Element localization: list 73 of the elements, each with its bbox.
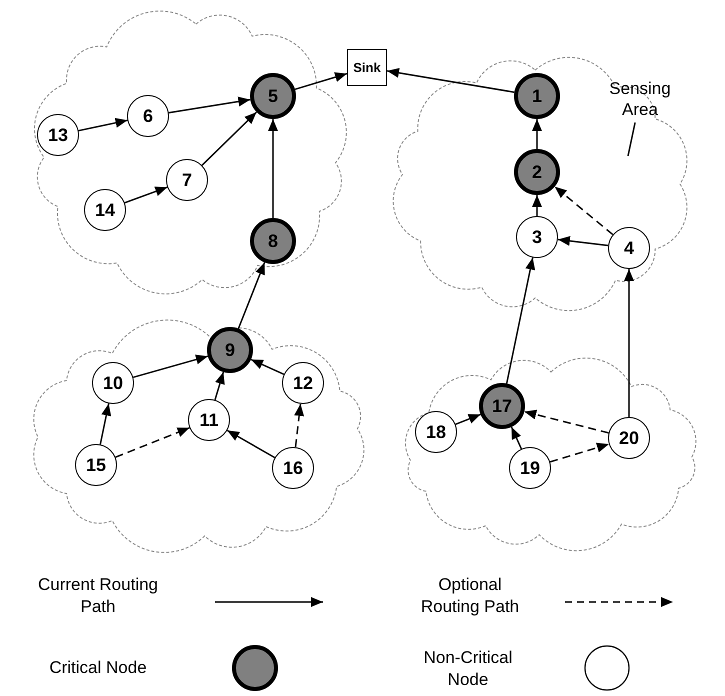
route-arrow [238,262,266,329]
node-number: 7 [182,170,192,190]
node-number: 17 [492,396,512,416]
node-number: 4 [624,238,634,258]
sensor-node-circle [188,399,230,441]
route-arrow [386,68,514,93]
critical-node-circle [479,383,525,429]
node-number: 12 [292,372,314,394]
route-arrow [510,426,522,450]
node-number: 6 [142,106,153,126]
node-number: 13 [48,124,68,146]
sensor-node-circle [75,444,117,486]
route-arrow [124,186,168,204]
critical-node-circle [207,327,253,373]
sensor-node-circle [509,447,551,489]
node-number: 16 [282,458,304,478]
legend-label: Optional Routing Path [420,574,520,618]
legend-label: Critical Node [48,657,148,679]
node-number: 9 [224,340,235,360]
route-arrow [226,430,276,458]
node-number: 20 [618,428,640,448]
node-number: 10 [102,372,124,394]
route-arrow [294,72,348,90]
sensor-node-circle [84,189,126,231]
sensor-node-circle [272,447,314,489]
sensor-node-circle [608,417,650,459]
node-number: 15 [86,454,106,476]
route-arrow [78,118,128,132]
route-arrow [100,403,112,445]
node-number: 1 [532,86,542,106]
optional-route-arrow [524,410,609,434]
route-arrow [558,236,608,246]
route-arrow [168,96,250,114]
node-number: 5 [268,86,278,106]
sensor-node-circle [37,114,79,156]
node-number: 14 [94,200,116,220]
critical-node-circle [250,73,296,119]
route-arrow [250,358,284,375]
legend-label: Current Routing Path [38,574,158,618]
sensor-node-circle [127,95,169,137]
sensor-node-circle [415,411,457,453]
node-number: 19 [520,458,540,478]
sensor-node-circle [166,159,208,201]
leader-line [627,122,636,156]
route-arrow [506,257,536,384]
sink-box [347,49,387,86]
optional-route-arrow [294,404,304,448]
critical-node-circle [514,149,560,195]
route-arrow [455,414,481,425]
node-number: 2 [532,162,542,182]
critical-node-circle [514,73,560,119]
route-arrow [532,195,542,216]
route-arrow [201,112,258,166]
optional-route-arrow [554,186,614,236]
optional-route-arrow [115,427,190,458]
route-arrow [133,354,208,378]
sensor-node-circle [608,227,650,269]
legend-label: Non-Critical Node [422,647,514,692]
route-arrow [214,372,225,400]
sensor-node-circle [92,362,134,404]
node-number: 11 [199,410,219,430]
node-number: 8 [268,230,278,252]
sink-label: Sink [353,60,381,75]
route-arrow [624,269,634,417]
node-number: 18 [426,422,446,442]
node-number: 3 [532,226,542,248]
optional-route-arrow [550,442,610,463]
route-arrow [268,119,278,218]
route-arrow [532,119,542,149]
area-label: Sensing Area [609,79,671,120]
critical-node-circle [250,218,296,264]
sensor-node-circle [516,216,558,258]
sensor-node-circle [282,362,324,404]
